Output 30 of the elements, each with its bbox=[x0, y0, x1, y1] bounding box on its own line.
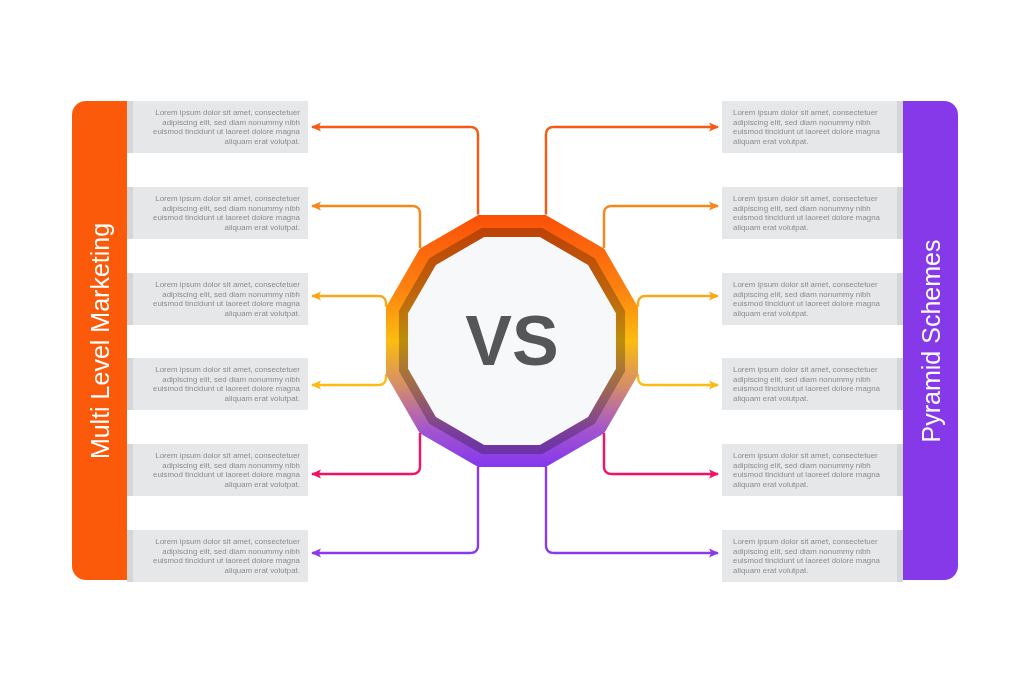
vs-dodecagon bbox=[386, 214, 638, 467]
text-panel bbox=[722, 530, 903, 582]
text-panel bbox=[127, 530, 308, 582]
text-panel bbox=[722, 101, 903, 153]
text-panel bbox=[127, 187, 308, 239]
connector-arrow bbox=[311, 374, 388, 390]
text-panel bbox=[127, 358, 308, 410]
text-panel bbox=[127, 273, 308, 325]
side-band bbox=[903, 101, 958, 580]
vs-label: VS bbox=[465, 305, 559, 376]
text-panel bbox=[127, 444, 308, 496]
text-panel bbox=[127, 101, 308, 153]
band-title: Multi Level Marketing bbox=[84, 222, 115, 459]
connector-arrow bbox=[544, 122, 719, 215]
connector-arrow bbox=[311, 466, 480, 558]
text-panel bbox=[722, 187, 903, 239]
text-panel bbox=[722, 358, 903, 410]
connector-arrow bbox=[602, 432, 719, 479]
connector-arrow bbox=[311, 291, 388, 307]
connector-arrow bbox=[636, 374, 719, 390]
band-title: Pyramid Schemes bbox=[915, 239, 946, 442]
connector-arrow bbox=[311, 201, 422, 249]
text-panel bbox=[722, 273, 903, 325]
connector-arrow bbox=[311, 432, 422, 479]
connector-arrow bbox=[602, 201, 719, 249]
connector-arrow bbox=[544, 466, 719, 558]
side-band bbox=[72, 101, 127, 580]
connector-arrow bbox=[636, 291, 719, 307]
text-panel bbox=[722, 444, 903, 496]
connector-arrow bbox=[311, 122, 480, 215]
